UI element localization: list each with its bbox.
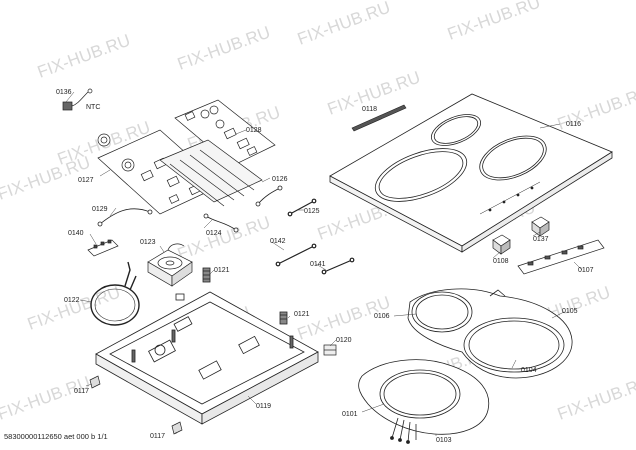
part-label-0116: 0116 xyxy=(566,121,581,128)
part-label-0117: 0117 xyxy=(150,433,165,440)
heat-sink-block xyxy=(159,139,263,207)
document-footer: 58300000112650 aet 000 b 1/1 xyxy=(4,432,108,441)
control-knob xyxy=(531,216,550,237)
part-label-0119: 0119 xyxy=(256,403,271,410)
spring xyxy=(279,311,288,325)
control-board xyxy=(174,99,276,167)
part-label-0121: 0121 xyxy=(294,311,310,318)
part-label-0108: 0108 xyxy=(493,258,509,265)
part-label-ntc: NTC xyxy=(86,104,100,111)
connecting-rods xyxy=(275,198,355,275)
cable xyxy=(255,185,283,207)
part-label-0106: 0106 xyxy=(374,313,390,320)
watermark-text: FIX-HUB.RU xyxy=(295,0,393,49)
base-housing xyxy=(95,291,319,425)
cable-harness xyxy=(97,208,153,227)
mounting-clip xyxy=(171,421,183,435)
watermark-text: FIX-HUB.RU xyxy=(25,283,123,334)
mounting-clip xyxy=(89,375,101,389)
connector-block xyxy=(323,344,337,356)
part-label-0101: 0101 xyxy=(342,411,358,418)
coil-carrier-plate xyxy=(407,288,573,379)
watermark-text: FIX-HUB.RU xyxy=(175,23,273,74)
cooling-fan xyxy=(147,243,193,287)
part-label-0142: 0142 xyxy=(270,238,286,245)
watermark-text: FIX-HUB.RU xyxy=(445,0,543,44)
part-label-0104: 0104 xyxy=(521,367,537,374)
touch-control-board xyxy=(517,239,605,275)
power-board xyxy=(97,129,223,215)
leader-lines xyxy=(65,91,583,436)
part-label-0122: 0122 xyxy=(64,297,80,304)
ntc-sensor xyxy=(62,88,93,111)
part-label-0137: 0137 xyxy=(533,236,549,243)
control-knob xyxy=(492,234,511,255)
part-label-0118: 0118 xyxy=(362,106,377,113)
part-label-0126: 0126 xyxy=(272,176,288,183)
watermark-text: FIX-HUB.RU xyxy=(0,373,93,424)
part-label-0117: 0117 xyxy=(74,388,89,395)
part-label-0123: 0123 xyxy=(140,239,156,246)
part-label-0128: 0128 xyxy=(246,127,262,134)
part-label-0103: 0103 xyxy=(436,437,452,444)
part-label-0136: 0136 xyxy=(56,89,72,96)
part-label-0125: 0125 xyxy=(304,208,320,215)
part-label-0140: 0140 xyxy=(68,230,84,237)
watermark-text: FIX-HUB.RU xyxy=(35,31,133,82)
wire-loop xyxy=(90,261,140,326)
part-label-0121: 0121 xyxy=(214,267,230,274)
watermark-text: FIX-HUB.RU xyxy=(175,213,273,264)
part-label-0124: 0124 xyxy=(206,230,222,237)
induction-coil-assembly xyxy=(358,359,490,444)
part-label-0105: 0105 xyxy=(562,308,578,315)
part-label-0107: 0107 xyxy=(578,267,594,274)
part-labels: 0136 NTC 0118 0116 0128 0127 0126 0129 0… xyxy=(56,89,594,444)
part-label-0127: 0127 xyxy=(78,177,94,184)
part-label-0120: 0120 xyxy=(336,337,352,344)
seal-strip xyxy=(351,104,407,132)
indicator-board xyxy=(87,239,119,257)
watermark-text: FIX-HUB.RU xyxy=(555,373,636,424)
part-label-0129: 0129 xyxy=(92,206,108,213)
cable xyxy=(203,213,239,233)
part-label-0141: 0141 xyxy=(310,261,326,268)
glass-ceramic-top xyxy=(329,93,613,253)
spring xyxy=(202,267,211,283)
